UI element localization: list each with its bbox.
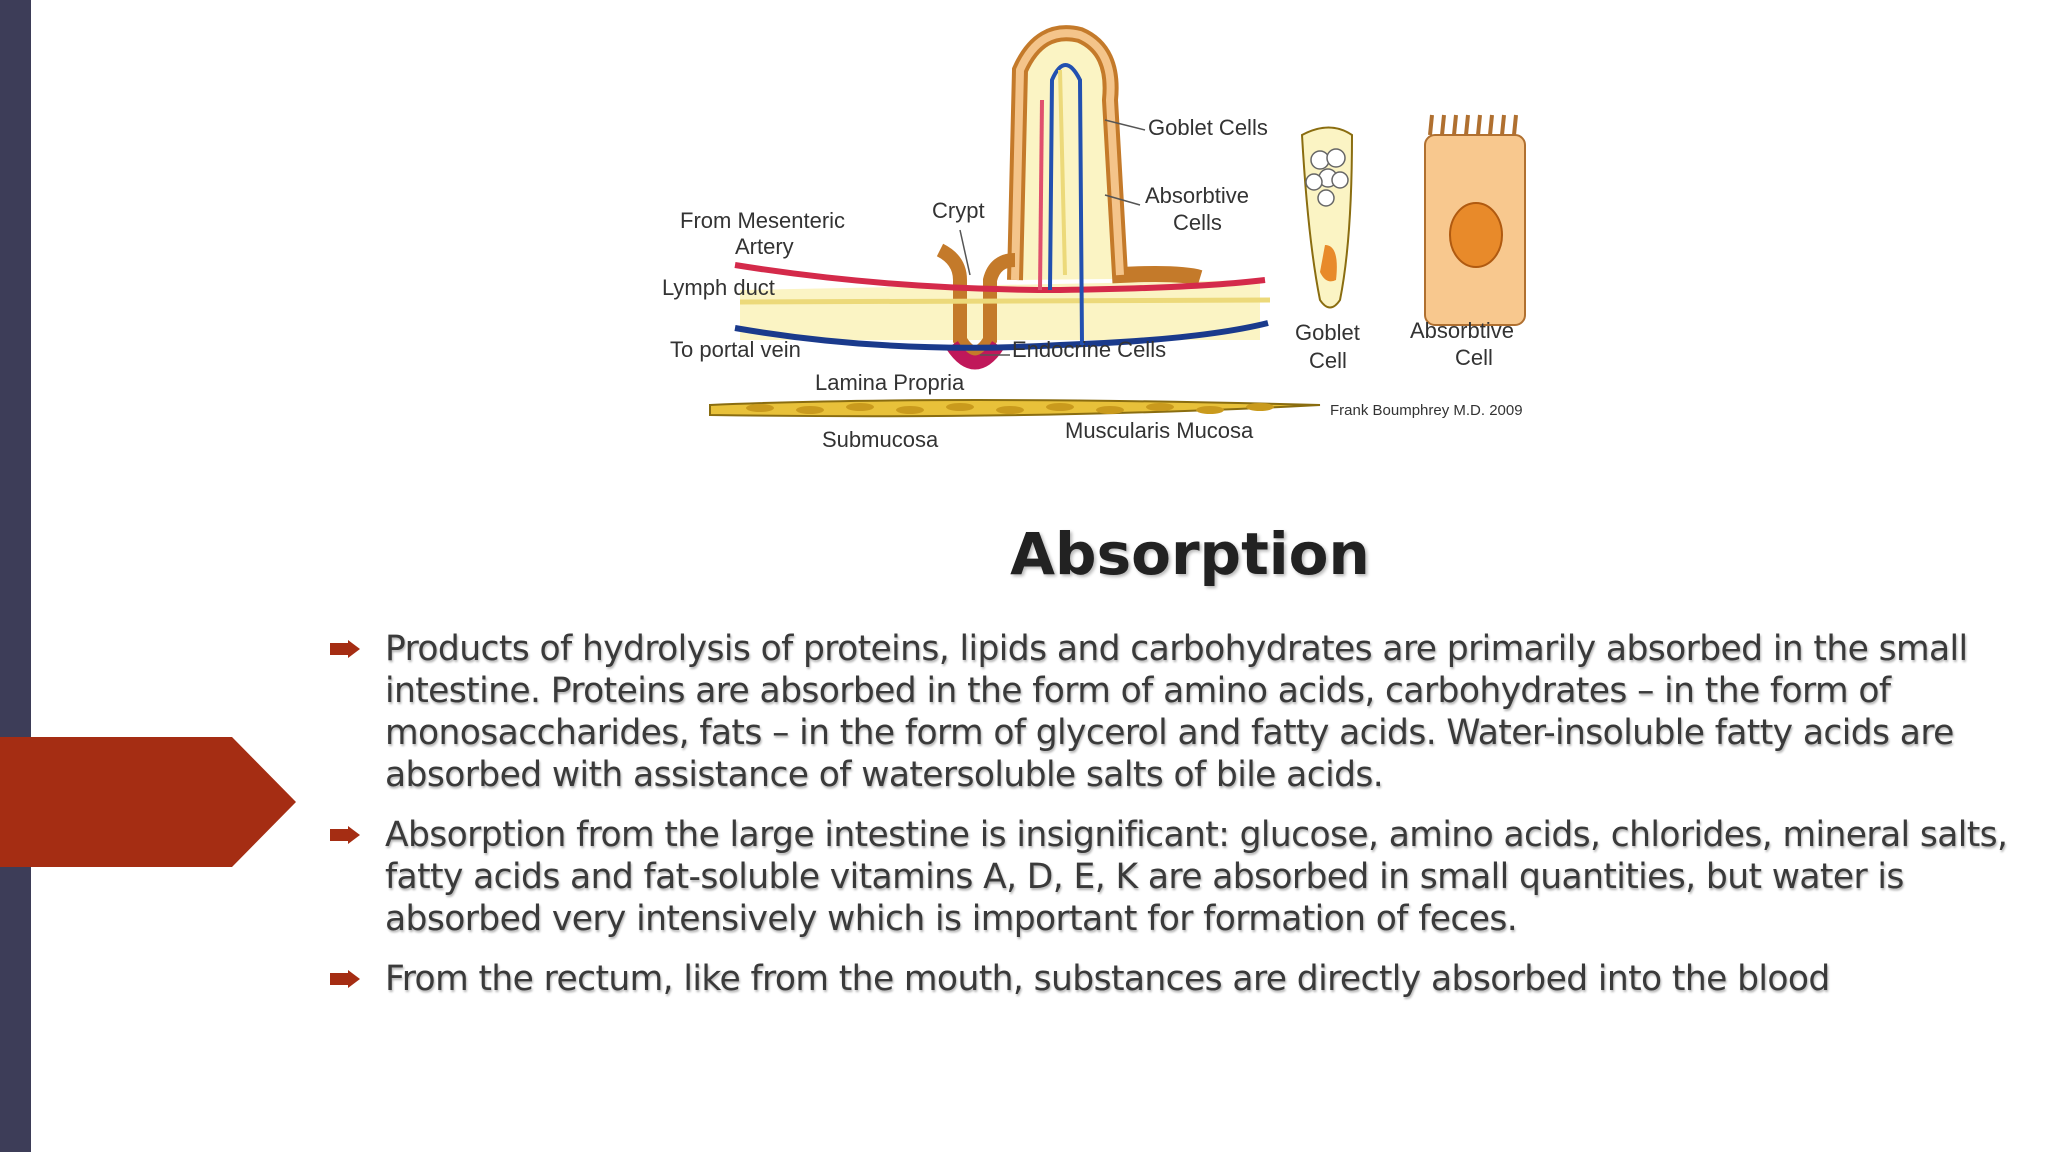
label-crypt: Crypt xyxy=(932,198,985,223)
arrow-bullet-icon xyxy=(330,640,360,658)
label-lymph-duct: Lymph duct xyxy=(662,275,775,300)
label-absorbtive-cells-1: Absorbtive xyxy=(1145,183,1249,208)
bullet-text: Products of hydrolysis of proteins, lipi… xyxy=(385,629,1968,795)
label-absorbtive-cells-2: Cells xyxy=(1173,210,1222,235)
label-from-mesenteric-2: Artery xyxy=(735,234,794,259)
label-credit: Frank Boumphrey M.D. 2009 xyxy=(1330,402,1523,419)
label-endocrine-cells: Endocrine Cells xyxy=(1012,337,1166,362)
bullet-item: From the rectum, like from the mouth, su… xyxy=(330,958,2010,1000)
label-from-mesenteric-1: From Mesenteric xyxy=(680,208,845,233)
label-muscularis-mucosa: Muscularis Mucosa xyxy=(1065,418,1254,443)
chevron-arrow-shape xyxy=(0,737,296,867)
label-goblet-cells: Goblet Cells xyxy=(1148,115,1268,140)
arrow-bullet-icon xyxy=(330,970,360,988)
left-accent-bar xyxy=(0,0,31,1152)
arrow-bullet-icon xyxy=(330,826,360,844)
intestinal-villus-diagram: Goblet Cells Absorbtive Cells Crypt From… xyxy=(662,25,1526,452)
label-goblet-cell-1: Goblet xyxy=(1295,320,1360,345)
bullet-text: Absorption from the large intestine is i… xyxy=(385,815,2008,939)
slide-title: Absorption xyxy=(1010,520,1370,588)
bullet-item: Absorption from the large intestine is i… xyxy=(330,814,2010,940)
label-submucosa: Submucosa xyxy=(822,427,939,452)
label-absorbtive-cell-1: Absorbtive xyxy=(1410,318,1514,343)
bullet-list: Products of hydrolysis of proteins, lipi… xyxy=(330,628,2010,1018)
bullet-text: From the rectum, like from the mouth, su… xyxy=(385,959,1830,999)
label-goblet-cell-2: Cell xyxy=(1309,348,1347,373)
label-to-portal-vein: To portal vein xyxy=(670,337,801,362)
label-absorbtive-cell-2: Cell xyxy=(1455,345,1493,370)
bullet-item: Products of hydrolysis of proteins, lipi… xyxy=(330,628,2010,796)
muscularis-texture xyxy=(746,403,1274,414)
label-lamina-propria: Lamina Propria xyxy=(815,370,965,395)
